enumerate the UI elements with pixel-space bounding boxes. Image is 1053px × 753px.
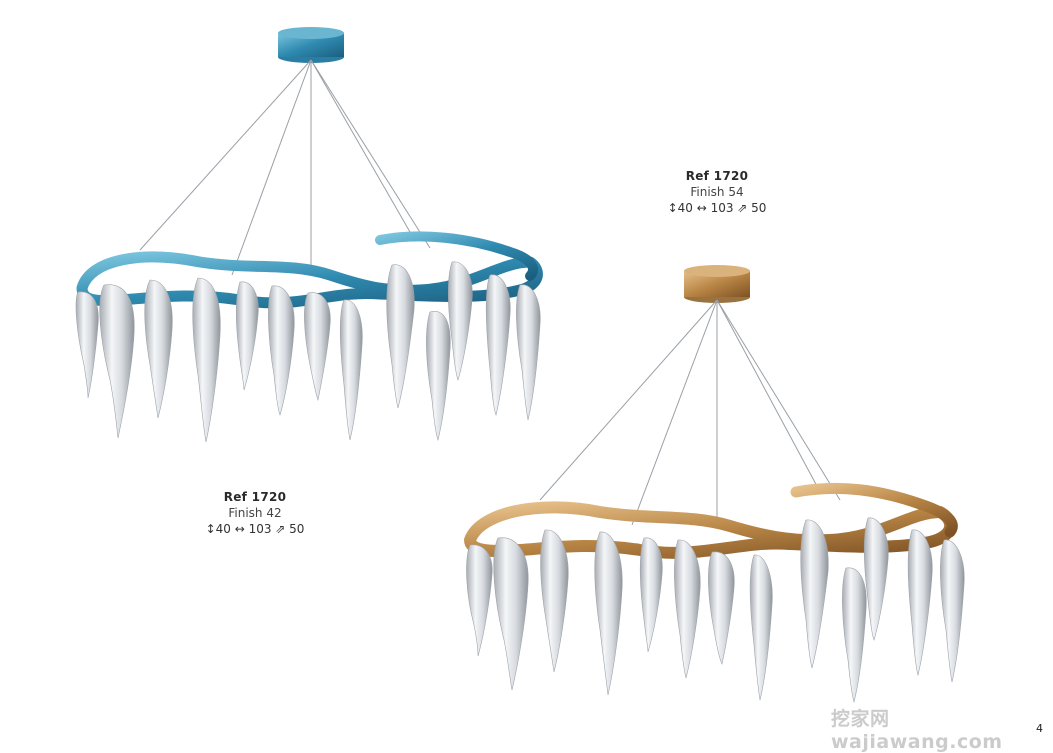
product-dimensions: ↕40 ↔ 103 ⇗ 50 <box>205 522 305 536</box>
watermark: 挖家网 wajiawang.com <box>831 708 1003 753</box>
product-dimensions: ↕40 ↔ 103 ⇗ 50 <box>667 201 767 215</box>
page-number: 4 <box>1036 722 1043 735</box>
product-finish: Finish 54 <box>690 185 744 199</box>
product-caption-finish-42: Ref 1720 Finish 42 ↕40 ↔ 103 ⇗ 50 <box>155 489 355 537</box>
product-caption-finish-54: Ref 1720 Finish 54 ↕40 ↔ 103 ⇗ 50 <box>617 168 817 216</box>
product-finish: Finish 42 <box>228 506 282 520</box>
product-ref: Ref 1720 <box>223 490 287 504</box>
product-ref: Ref 1720 <box>685 169 749 183</box>
